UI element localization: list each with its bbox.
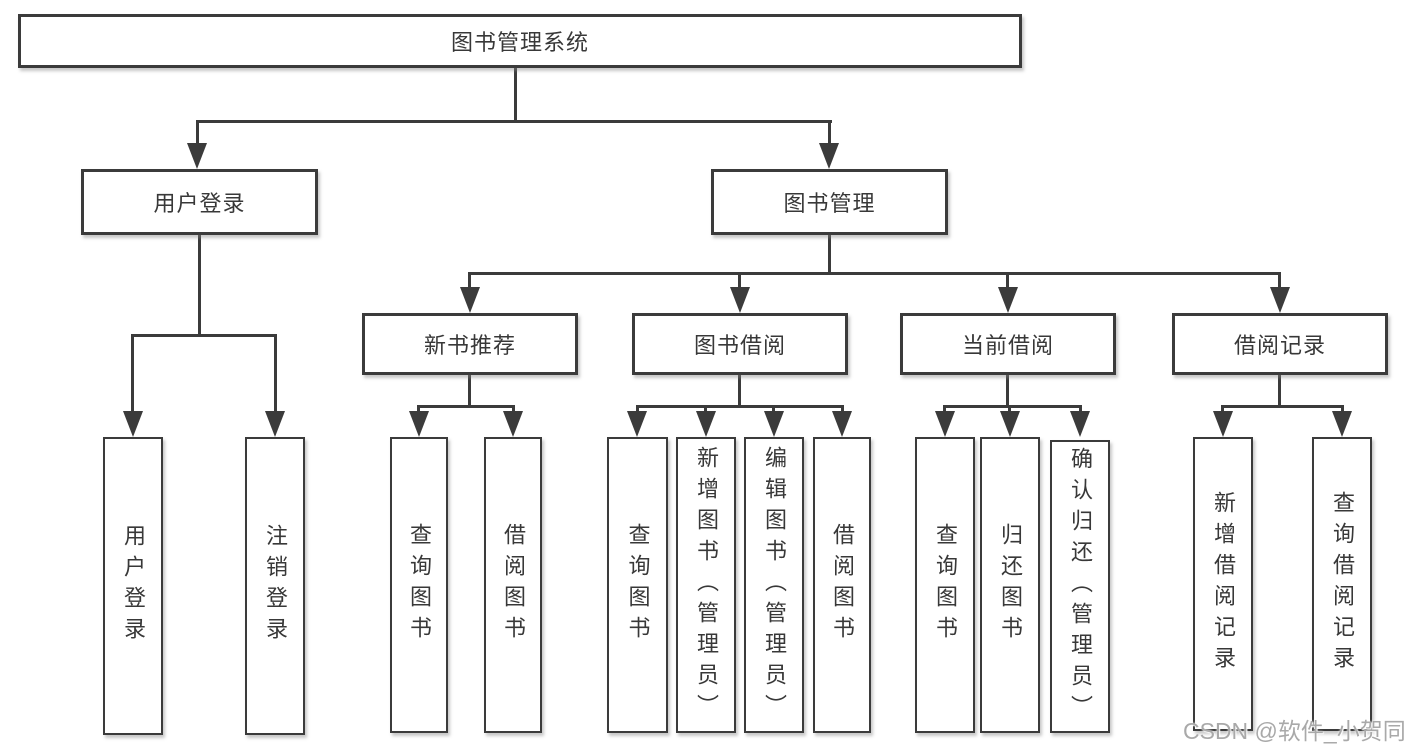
node-library-system-label: 图书管理系统: [450, 30, 589, 55]
leaf-query-books-2: 查询图书: [607, 437, 668, 733]
leaf-user-login: 用户登录: [103, 437, 163, 735]
csdn-watermark: CSDN @软件_小贺同学: [1183, 718, 1405, 744]
leaf-user-login-label: 用户登录: [121, 524, 146, 648]
arrow-down-icon: [730, 287, 750, 313]
leaf-add-borrow-record-label: 新增借阅记录: [1211, 491, 1236, 677]
leaf-return-books-label: 归还图书: [998, 523, 1023, 647]
connector-drop-book-borrow: [738, 272, 741, 292]
node-current-borrow: 当前借阅: [900, 313, 1116, 375]
leaf-borrow-books-2: 借阅图书: [813, 437, 871, 733]
connector-g1-stem: [468, 375, 471, 408]
connector-level3-hline: [468, 272, 1281, 275]
leaf-query-books-1: 查询图书: [390, 437, 448, 733]
arrow-down-icon: [265, 411, 285, 437]
arrow-down-icon: [1000, 411, 1020, 437]
node-current-borrow-label: 当前借阅: [961, 333, 1054, 358]
connector-g2-hline: [636, 405, 844, 408]
node-new-book-recommend: 新书推荐: [362, 313, 578, 375]
node-borrow-records-label: 借阅记录: [1233, 333, 1326, 358]
arrow-down-icon: [696, 411, 716, 437]
arrow-down-icon: [503, 411, 523, 437]
connector-g1-hline: [417, 405, 515, 408]
leaf-logout-label: 注销登录: [263, 524, 288, 648]
arrow-down-icon: [1332, 411, 1352, 437]
connector-login-hline: [131, 334, 277, 337]
arrow-down-icon: [409, 411, 429, 437]
leaf-query-books-3-label: 查询图书: [933, 523, 958, 647]
connector-drop-current-borrow: [1006, 272, 1009, 292]
node-book-borrow: 图书借阅: [632, 313, 848, 375]
node-new-book-recommend-label: 新书推荐: [423, 333, 516, 358]
leaf-return-books: 归还图书: [980, 437, 1040, 733]
leaf-edit-books-admin: 编辑图书（管理员）: [744, 437, 804, 733]
arrow-down-icon: [832, 411, 852, 437]
node-borrow-records: 借阅记录: [1172, 313, 1388, 375]
connector-g3-stem: [1006, 375, 1009, 408]
leaf-query-books-2-label: 查询图书: [625, 523, 651, 647]
connector-g2-stem: [738, 375, 741, 408]
leaf-query-books-3: 查询图书: [915, 437, 975, 733]
leaf-logout: 注销登录: [245, 437, 305, 735]
arrow-down-icon: [1070, 411, 1090, 437]
connector-g3-hline: [943, 405, 1082, 408]
arrow-down-icon: [764, 411, 784, 437]
leaf-borrow-books-1-label: 借阅图书: [501, 523, 526, 647]
node-book-management: 图书管理: [711, 169, 948, 235]
leaf-add-books-admin: 新增图书（管理员）: [676, 437, 736, 733]
connector-drop-user-login: [196, 120, 199, 150]
node-book-management-label: 图书管理: [783, 191, 876, 216]
node-library-system: 图书管理系统: [18, 14, 1022, 68]
leaf-confirm-return-admin-label: 确认归还（管理员）: [1068, 447, 1093, 726]
leaf-add-borrow-record: 新增借阅记录: [1193, 437, 1253, 731]
connector-drop-login-leaf2: [274, 334, 277, 415]
leaf-edit-books-admin-label: 编辑图书（管理员）: [762, 445, 787, 725]
arrow-down-icon: [627, 411, 647, 437]
connector-drop-new-book: [468, 272, 471, 292]
connector-g4-stem: [1278, 375, 1281, 408]
node-book-borrow-label: 图书借阅: [693, 333, 786, 358]
connector-manage-stem: [828, 235, 831, 275]
leaf-confirm-return-admin: 确认归还（管理员）: [1050, 440, 1110, 733]
arrow-down-icon: [187, 143, 207, 169]
connector-drop-login-leaf1: [131, 334, 134, 415]
arrow-down-icon: [998, 287, 1018, 313]
connector-level2-hline: [196, 120, 832, 123]
connector-login-stem: [198, 235, 201, 337]
arrow-down-icon: [1270, 287, 1290, 313]
leaf-borrow-books-1: 借阅图书: [484, 437, 542, 733]
arrow-down-icon: [1213, 411, 1233, 437]
connector-root-stem: [514, 68, 517, 123]
leaf-query-borrow-record: 查询借阅记录: [1312, 437, 1372, 731]
leaf-add-books-admin-label: 新增图书（管理员）: [694, 445, 719, 725]
arrow-down-icon: [935, 411, 955, 437]
connector-drop-borrow-records: [1278, 272, 1281, 292]
connector-drop-book-management: [828, 120, 831, 150]
node-user-login-label: 用户登录: [153, 191, 246, 216]
leaf-borrow-books-2-label: 借阅图书: [830, 523, 855, 647]
leaf-query-books-1-label: 查询图书: [407, 523, 432, 647]
node-user-login: 用户登录: [81, 169, 318, 235]
arrow-down-icon: [460, 287, 480, 313]
leaf-query-borrow-record-label: 查询借阅记录: [1330, 491, 1355, 677]
connector-g4-hline: [1221, 405, 1344, 408]
arrow-down-icon: [819, 143, 839, 169]
arrow-down-icon: [123, 411, 143, 437]
